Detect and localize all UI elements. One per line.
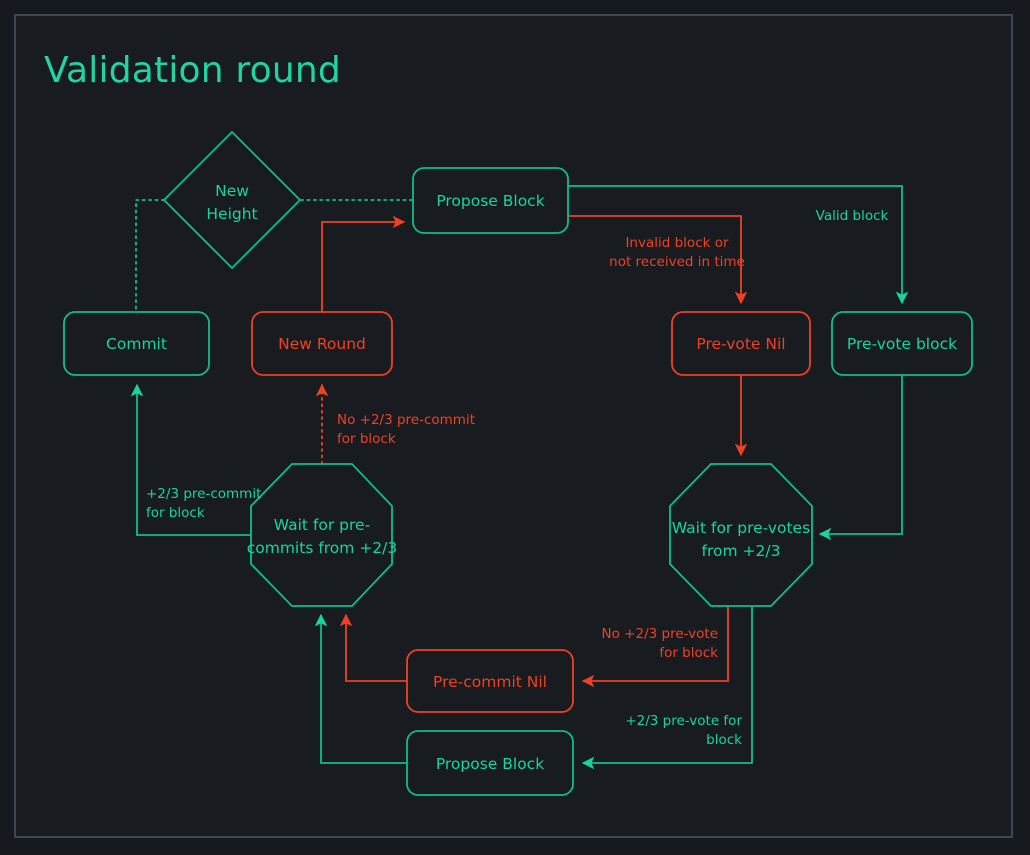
no-precommit-block-line-1: No +2/3 pre-commit <box>337 412 475 428</box>
edge-label-prevote-for-block: +2/3 pre-vote for block <box>625 713 742 748</box>
propose-block-top-label: Propose Block <box>436 192 544 210</box>
node-propose-block-top[interactable]: Propose Block <box>412 167 569 234</box>
node-new-height[interactable]: New Height <box>162 130 302 270</box>
pre-vote-block-box <box>831 311 973 376</box>
wait-prevotes-label-line-2: from +2/3 <box>702 542 781 560</box>
edge-label-precommit-for-block: +2/3 pre-commit for block <box>146 486 261 521</box>
wait-prevotes-octagon <box>669 463 813 607</box>
edge-propose-block-to-pre-vote-block <box>568 185 909 305</box>
new-height-label-line-2: Height <box>206 205 257 223</box>
propose-block-top-box <box>412 167 569 234</box>
node-new-round[interactable]: New Round <box>251 311 393 376</box>
no-precommit-block-line-2: for block <box>337 431 396 447</box>
edge-new-round-to-propose-block <box>321 215 406 312</box>
node-wait-prevotes[interactable]: Wait for pre-votes from +2/3 <box>669 463 813 607</box>
edge-new-height-to-commit <box>135 199 165 313</box>
pre-vote-nil-label: Pre-vote Nil <box>696 335 785 353</box>
node-propose-block-bottom[interactable]: Propose Block <box>406 730 574 796</box>
new-height-diamond <box>162 130 302 270</box>
prevote-for-block-line-1: +2/3 pre-vote for <box>625 713 742 729</box>
pre-commit-nil-label: Pre-commit Nil <box>433 673 547 691</box>
diagram-frame <box>14 14 1013 838</box>
pre-vote-nil-box <box>671 311 811 376</box>
commit-label: Commit <box>106 335 167 353</box>
prevote-for-block-line-2: block <box>706 732 742 748</box>
propose-block-bottom-box <box>406 730 574 796</box>
invalid-block-line-1: Invalid block or <box>625 235 729 251</box>
wait-precommits-label-line-2: commits from +2/3 <box>247 539 398 557</box>
new-height-label-line-1: New <box>215 182 249 200</box>
edge-pre-vote-block-to-wait-prevotes <box>818 375 903 541</box>
edge-label-no-precommit-block: No +2/3 pre-commit for block <box>337 412 475 447</box>
wait-precommits-label-line-1: Wait for pre- <box>274 516 370 534</box>
edge-label-valid-block: Valid block <box>816 208 889 224</box>
page-title: Validation round <box>44 50 341 91</box>
new-round-label: New Round <box>278 335 366 353</box>
edge-pre-commit-nil-to-wait-precommits <box>339 613 407 682</box>
node-pre-vote-block[interactable]: Pre-vote block <box>831 311 973 376</box>
no-prevote-block-line-2: for block <box>659 645 718 661</box>
propose-block-bottom-label: Propose Block <box>436 755 544 773</box>
pre-commit-nil-box <box>406 649 574 713</box>
no-prevote-block-line-1: No +2/3 pre-vote <box>602 626 718 642</box>
node-wait-precommits[interactable]: Wait for pre- commits from +2/3 <box>247 463 398 607</box>
node-pre-commit-nil[interactable]: Pre-commit Nil <box>406 649 574 713</box>
pre-vote-block-label: Pre-vote block <box>847 335 957 353</box>
edge-label-invalid-block: Invalid block or not received in time <box>609 235 745 270</box>
edge-wait-prevotes-to-propose-block-bottom <box>581 606 753 770</box>
new-round-box <box>251 311 393 376</box>
node-commit[interactable]: Commit <box>63 311 210 376</box>
precommit-for-block-line-1: +2/3 pre-commit <box>146 486 261 502</box>
wait-prevotes-label-line-1: Wait for pre-votes <box>672 519 810 537</box>
wait-precommits-octagon <box>250 463 393 607</box>
commit-box <box>63 311 210 376</box>
edge-label-no-prevote-block: No +2/3 pre-vote for block <box>602 626 719 661</box>
edge-propose-block-bottom-to-wait-precommits <box>314 613 407 764</box>
precommit-for-block-line-2: for block <box>146 505 205 521</box>
valid-block-line-1: Valid block <box>816 208 889 224</box>
edge-wait-precommits-to-commit <box>130 383 251 536</box>
edge-wait-prevotes-to-pre-commit-nil <box>581 606 729 688</box>
node-pre-vote-nil[interactable]: Pre-vote Nil <box>671 311 811 376</box>
edge-propose-block-to-pre-vote-nil <box>568 215 748 305</box>
invalid-block-line-2: not received in time <box>609 254 745 270</box>
